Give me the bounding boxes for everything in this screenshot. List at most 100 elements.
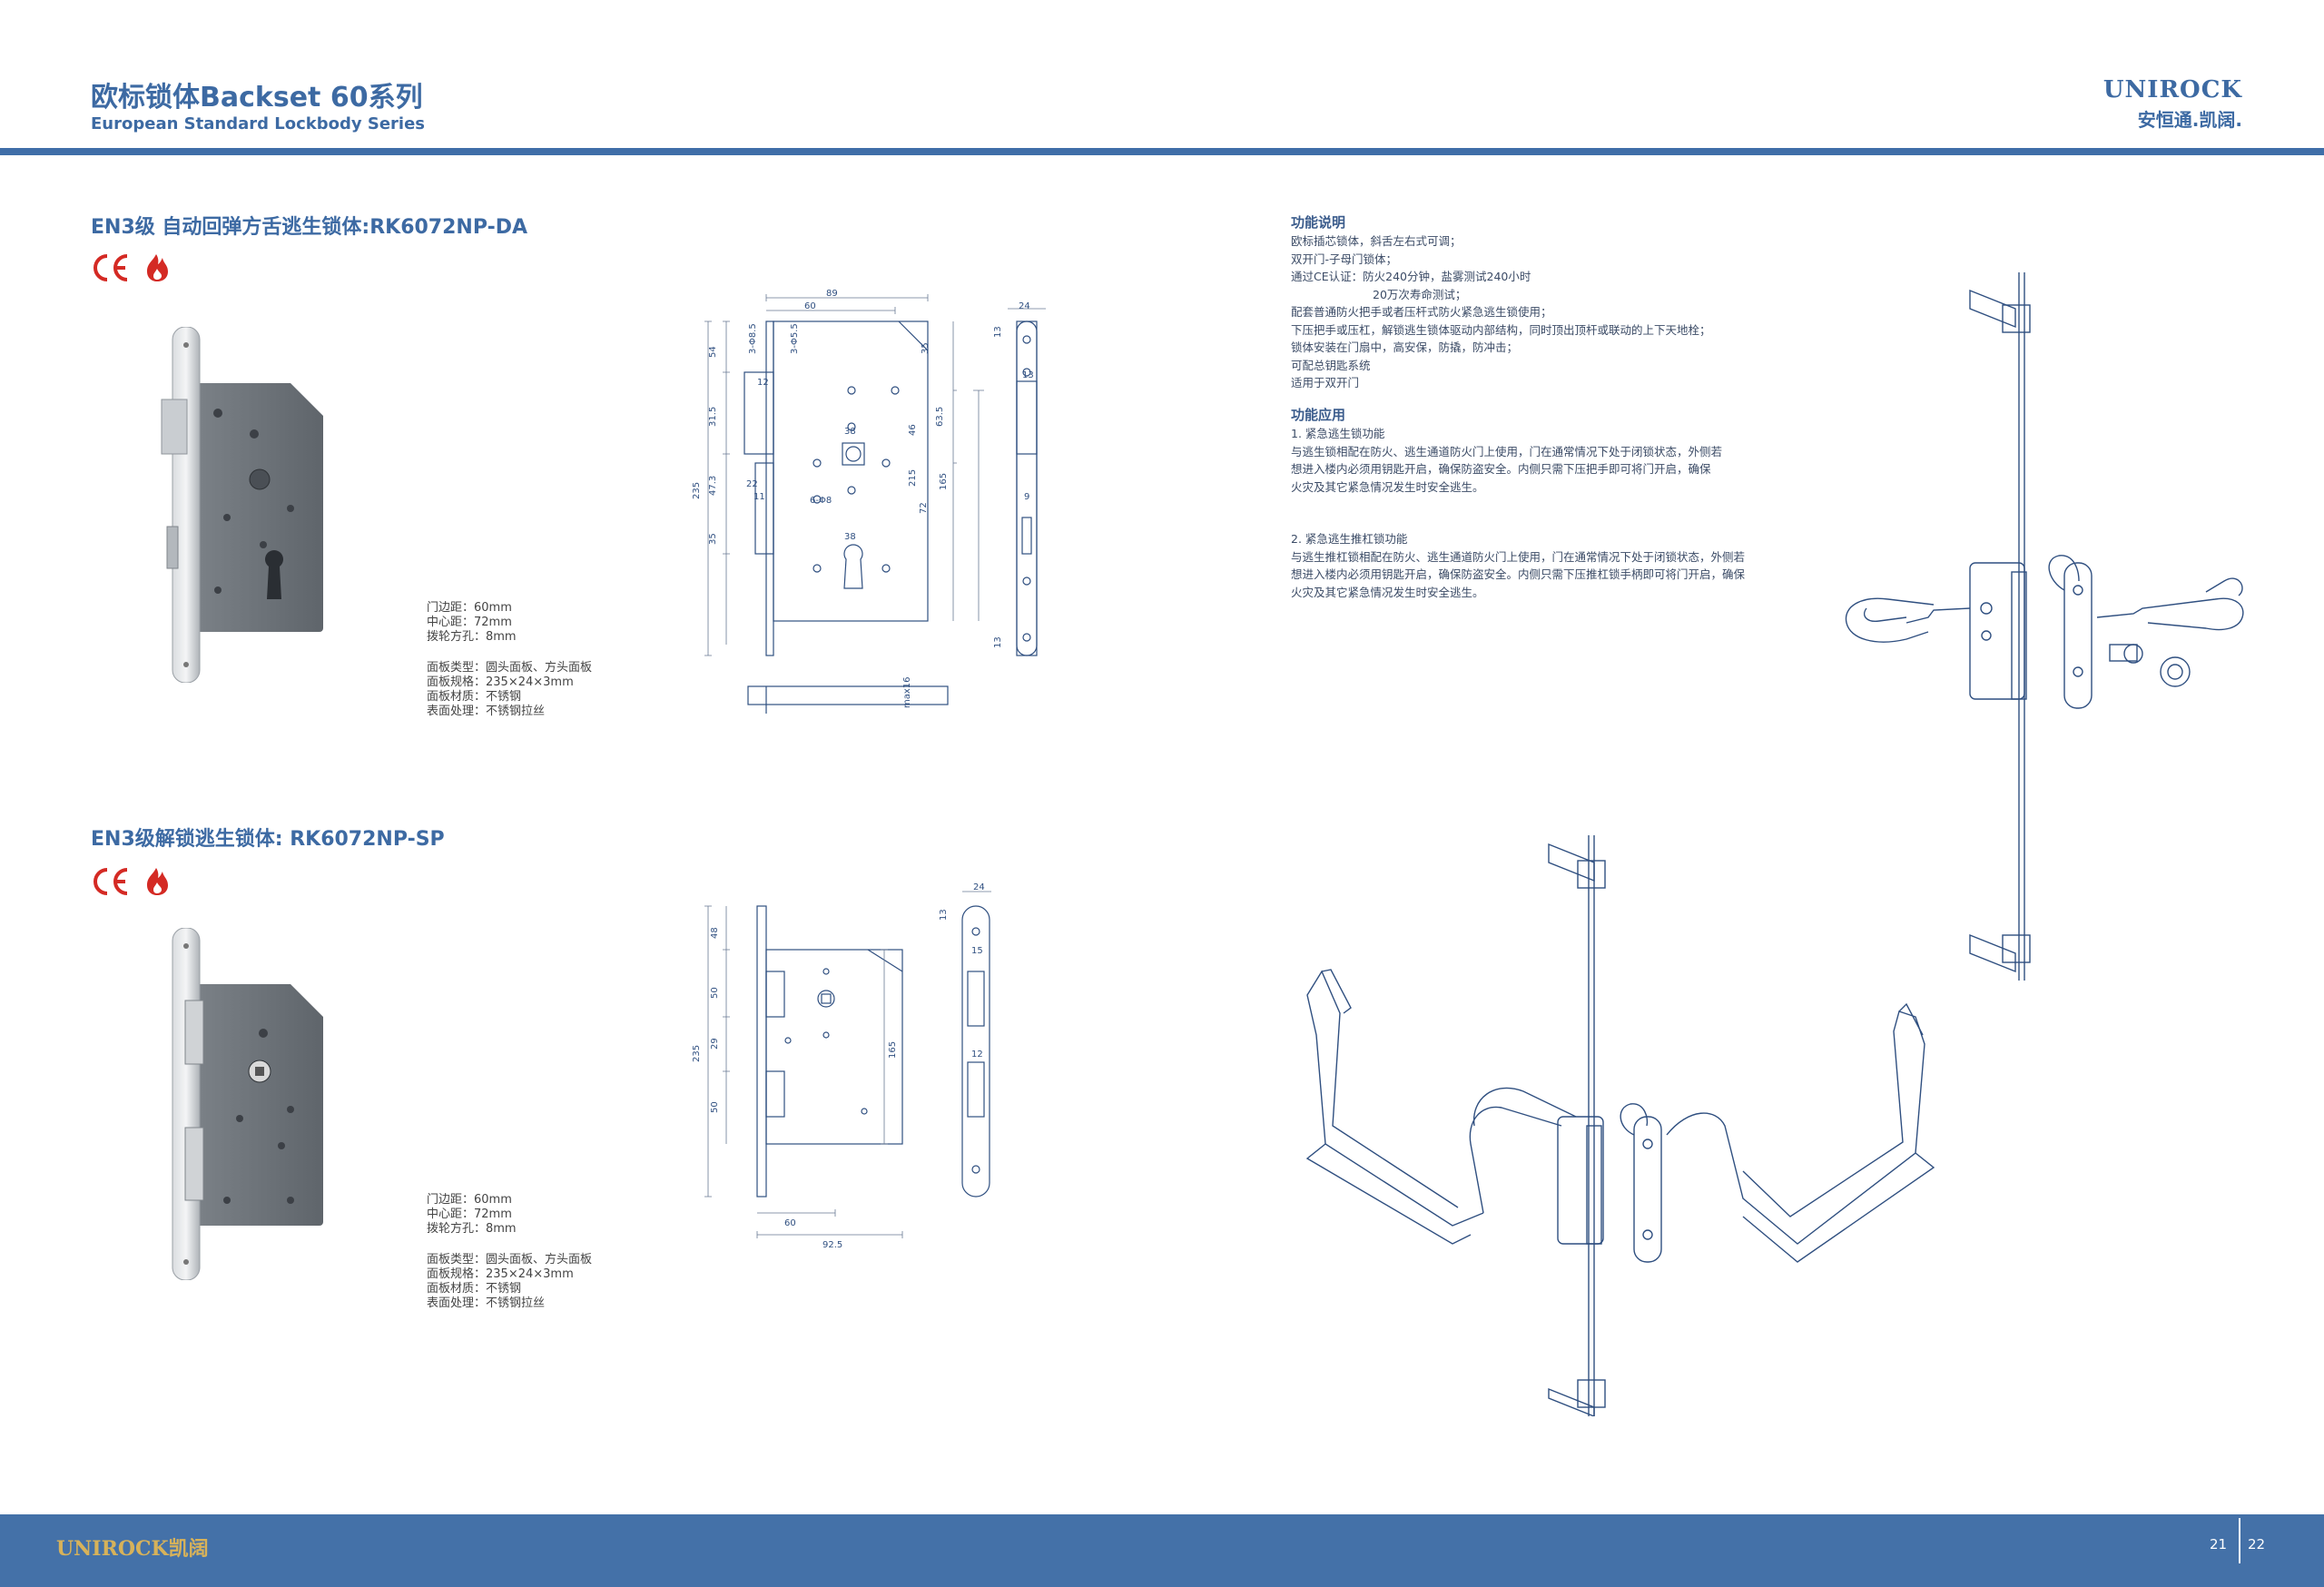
spec-line: 表面处理：不锈钢拉丝	[427, 705, 546, 718]
dim-label: 38	[844, 427, 856, 437]
dim-label: 235	[692, 1045, 702, 1062]
dim-label: 54	[708, 346, 718, 358]
dim-label: 50	[710, 1101, 720, 1113]
brand-logo: UNIROCK 安恒通.凯阔.	[2079, 76, 2242, 132]
dim-label: 63.5	[935, 407, 945, 427]
spec-line: 拨轮方孔：8mm	[427, 630, 517, 644]
dim-label: 9	[1024, 492, 1029, 502]
fire-icon	[147, 254, 168, 281]
app-line: 想进入楼内必须用钥匙开启，确保防盗安全。内侧只需下压把手即可将门开启，确保	[1291, 462, 1711, 476]
spec-line: 面板类型：圆头面板、方头面板	[427, 1253, 593, 1267]
dim-label: 31.5	[708, 407, 718, 427]
dim-label: 3-Φ5.5	[790, 323, 800, 354]
specs-b-da: 面板类型：圆头面板、方头面板 面板规格：235×24×3mm 面板材质：不锈钢 …	[427, 661, 592, 719]
dim-label: 15	[971, 946, 983, 956]
dim-label: max16	[902, 676, 912, 708]
dim-label: 235	[692, 482, 702, 499]
spec-line: 面板规格：235×24×3mm	[427, 1267, 574, 1281]
header-rule	[0, 148, 2324, 155]
spec-line: 面板材质：不锈钢	[427, 690, 522, 704]
dim-label: 35	[708, 533, 718, 545]
spec-line: 表面处理：不锈钢拉丝	[427, 1296, 546, 1310]
dim-label: 89	[826, 289, 838, 299]
function-description: 功能说明 欧标插芯锁体，斜舌左右式可调； 双开门-子母门锁体； 通过CE认证：防…	[1291, 212, 1711, 392]
spec-line: 中心距：72mm	[427, 1208, 512, 1221]
page-number-left: 21	[2210, 1536, 2228, 1552]
desc-line: 配套普通防火把手或者压杆式防火紧急逃生锁使用；	[1291, 305, 1552, 319]
dim-label: 13	[1022, 370, 1034, 380]
specs-a-da: 门边距：60mm 中心距：72mm 拨轮方孔：8mm	[427, 601, 517, 645]
page-number-right: 22	[2248, 1536, 2266, 1552]
lockbody-photo-sp	[172, 928, 323, 1280]
app-line: 想进入楼内必须用钥匙开启，确保防盗安全。内侧只需下压推杠锁手柄即可将门开启，确保	[1291, 567, 1746, 581]
app-line: 与逃生推杠锁相配在防火、逃生通道防火门上使用，门在通常情况下处于闭锁状态，外侧若	[1291, 549, 1746, 564]
brand-cn: 安恒通.凯阔.	[2137, 109, 2242, 131]
dim-label: 35	[921, 342, 931, 354]
dim-label: 165	[939, 473, 949, 490]
dim-label: 165	[888, 1041, 898, 1059]
dim-label: 92.5	[822, 1240, 842, 1250]
dim-label: 3-Φ8.5	[748, 323, 758, 354]
dim-label: 22	[746, 479, 758, 489]
dim-label: 47.3	[708, 476, 718, 496]
specs-a-sp: 门边距：60mm 中心距：72mm 拨轮方孔：8mm	[427, 1193, 517, 1237]
dim-label: 24	[1019, 301, 1030, 311]
app-line: 与逃生锁相配在防火、逃生通道防火门上使用，门在通常情况下处于闭锁状态，外侧若	[1291, 444, 1723, 458]
spec-line: 面板类型：圆头面板、方头面板	[427, 661, 593, 675]
push-bar-illustration	[1305, 835, 1935, 1416]
dim-label: 72	[919, 502, 929, 514]
spec-line: 门边距：60mm	[427, 601, 512, 615]
dim-label: 60	[804, 301, 816, 311]
dim-label: 12	[757, 378, 769, 388]
section-title: 功能应用	[1291, 407, 1346, 423]
tech-drawing-da: 89 60 24 54 31.5 47.3 35 235 12 22 11 38…	[692, 289, 1046, 714]
dim-label: 12	[971, 1050, 983, 1060]
dim-label: 215	[908, 469, 918, 487]
dim-label: 6-Φ8	[810, 496, 832, 506]
app-line: 火灾及其它紧急情况发生时安全逃生。	[1291, 585, 1484, 599]
desc-line: 欧标插芯锁体，斜舌左右式可调；	[1291, 234, 1462, 248]
desc-line: 锁体安装在门扇中，高安保，防撬，防冲击；	[1291, 340, 1519, 354]
dim-label: 50	[710, 987, 720, 999]
product-heading-sp: EN3级解锁逃生锁体: RK6072NP-SP	[91, 828, 445, 851]
ce-mark-icon	[94, 868, 128, 895]
spec-line: 中心距：72mm	[427, 616, 512, 629]
lockbody-photo-da	[161, 327, 323, 683]
dim-label: 60	[784, 1218, 796, 1228]
page-subtitle: European Standard Lockbody Series	[91, 114, 426, 133]
cert-icons-da	[94, 254, 168, 281]
app-line: 火灾及其它紧急情况发生时安全逃生。	[1291, 479, 1484, 494]
spec-line: 面板规格：235×24×3mm	[427, 675, 574, 689]
desc-line: 下压把手或压杠，解锁逃生锁体驱动内部结构，同时顶出顶杆或联动的上下天地栓；	[1291, 322, 1711, 337]
fire-icon	[147, 868, 168, 895]
brand-name: UNIROCK	[2102, 76, 2242, 104]
footer-bar	[0, 1514, 2324, 1587]
ce-mark-icon	[94, 254, 128, 281]
spec-line: 面板材质：不锈钢	[427, 1282, 522, 1296]
product-heading-da: EN3级 自动回弹方舌逃生锁体:RK6072NP-DA	[91, 216, 527, 239]
dim-label: 11	[753, 492, 765, 502]
page-separator	[2239, 1518, 2240, 1563]
page-title: 欧标锁体Backset 60系列	[91, 82, 423, 113]
app-subtitle: 1. 紧急逃生锁功能	[1291, 427, 1385, 440]
function-application: 功能应用 1. 紧急逃生锁功能 与逃生锁相配在防火、逃生通道防火门上使用，门在通…	[1291, 405, 1745, 601]
spec-line: 拨轮方孔：8mm	[427, 1222, 517, 1236]
dim-label: 13	[939, 909, 949, 921]
dim-label: 13	[993, 636, 1003, 648]
desc-line: 20万次寿命测试；	[1373, 287, 1467, 301]
dim-label: 46	[908, 424, 918, 436]
lever-handle-illustration	[1845, 272, 2244, 981]
tech-drawing-sp: 48 50 29 50 235 165 60 92.5 24 13 15 12	[692, 882, 991, 1250]
dim-label: 24	[973, 882, 985, 892]
specs-b-sp: 面板类型：圆头面板、方头面板 面板规格：235×24×3mm 面板材质：不锈钢 …	[427, 1253, 592, 1311]
section-title: 功能说明	[1291, 214, 1346, 231]
desc-line: 可配总钥匙系统	[1291, 358, 1371, 372]
dim-label: 29	[710, 1038, 720, 1050]
cert-icons-sp	[94, 868, 168, 895]
dim-label: 38	[844, 532, 856, 542]
app-subtitle: 2. 紧急逃生推杠锁功能	[1291, 532, 1408, 546]
desc-line: 双开门-子母门锁体；	[1291, 251, 1398, 266]
dim-label: 48	[710, 927, 720, 939]
dim-label: 13	[993, 326, 1003, 338]
desc-line: 适用于双开门	[1291, 376, 1360, 389]
